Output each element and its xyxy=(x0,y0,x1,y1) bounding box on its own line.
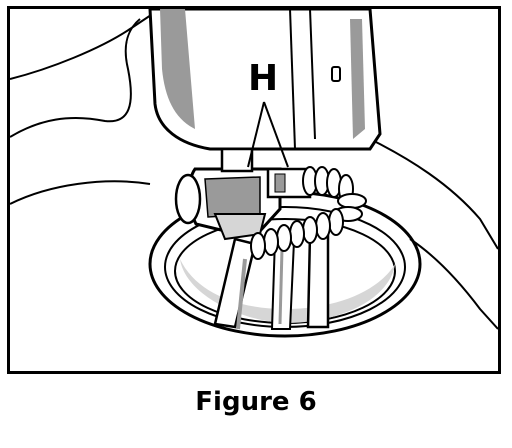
tube-detail xyxy=(278,248,284,325)
housing-shading xyxy=(160,9,195,129)
tank-surface-contour xyxy=(10,180,151,205)
figure-caption: Figure 6 xyxy=(195,387,317,417)
housing-shading xyxy=(350,19,365,139)
connector-collar xyxy=(174,173,202,225)
fuel-pump-illustration xyxy=(10,9,498,338)
connector-latch xyxy=(220,147,254,173)
callout-label-h: H xyxy=(248,58,279,99)
housing-edge xyxy=(289,9,296,150)
tank-surface-contour xyxy=(10,18,141,138)
housing-edge xyxy=(309,9,316,140)
pump-module-housing xyxy=(148,9,382,151)
callout-leader-line xyxy=(263,101,289,168)
fuel-tube xyxy=(306,232,330,329)
corrugated-harness xyxy=(250,166,367,260)
connector-shading xyxy=(204,176,261,218)
fuel-tube xyxy=(236,258,247,330)
tank-surface-contour xyxy=(409,238,498,330)
tank-surface-contour xyxy=(369,138,498,250)
callout-leader-line xyxy=(247,101,265,168)
connector-clip-detail xyxy=(274,173,286,193)
tank-surface-contour xyxy=(10,9,161,80)
housing-tab-slot xyxy=(331,66,341,82)
figure-frame: H xyxy=(7,6,501,374)
